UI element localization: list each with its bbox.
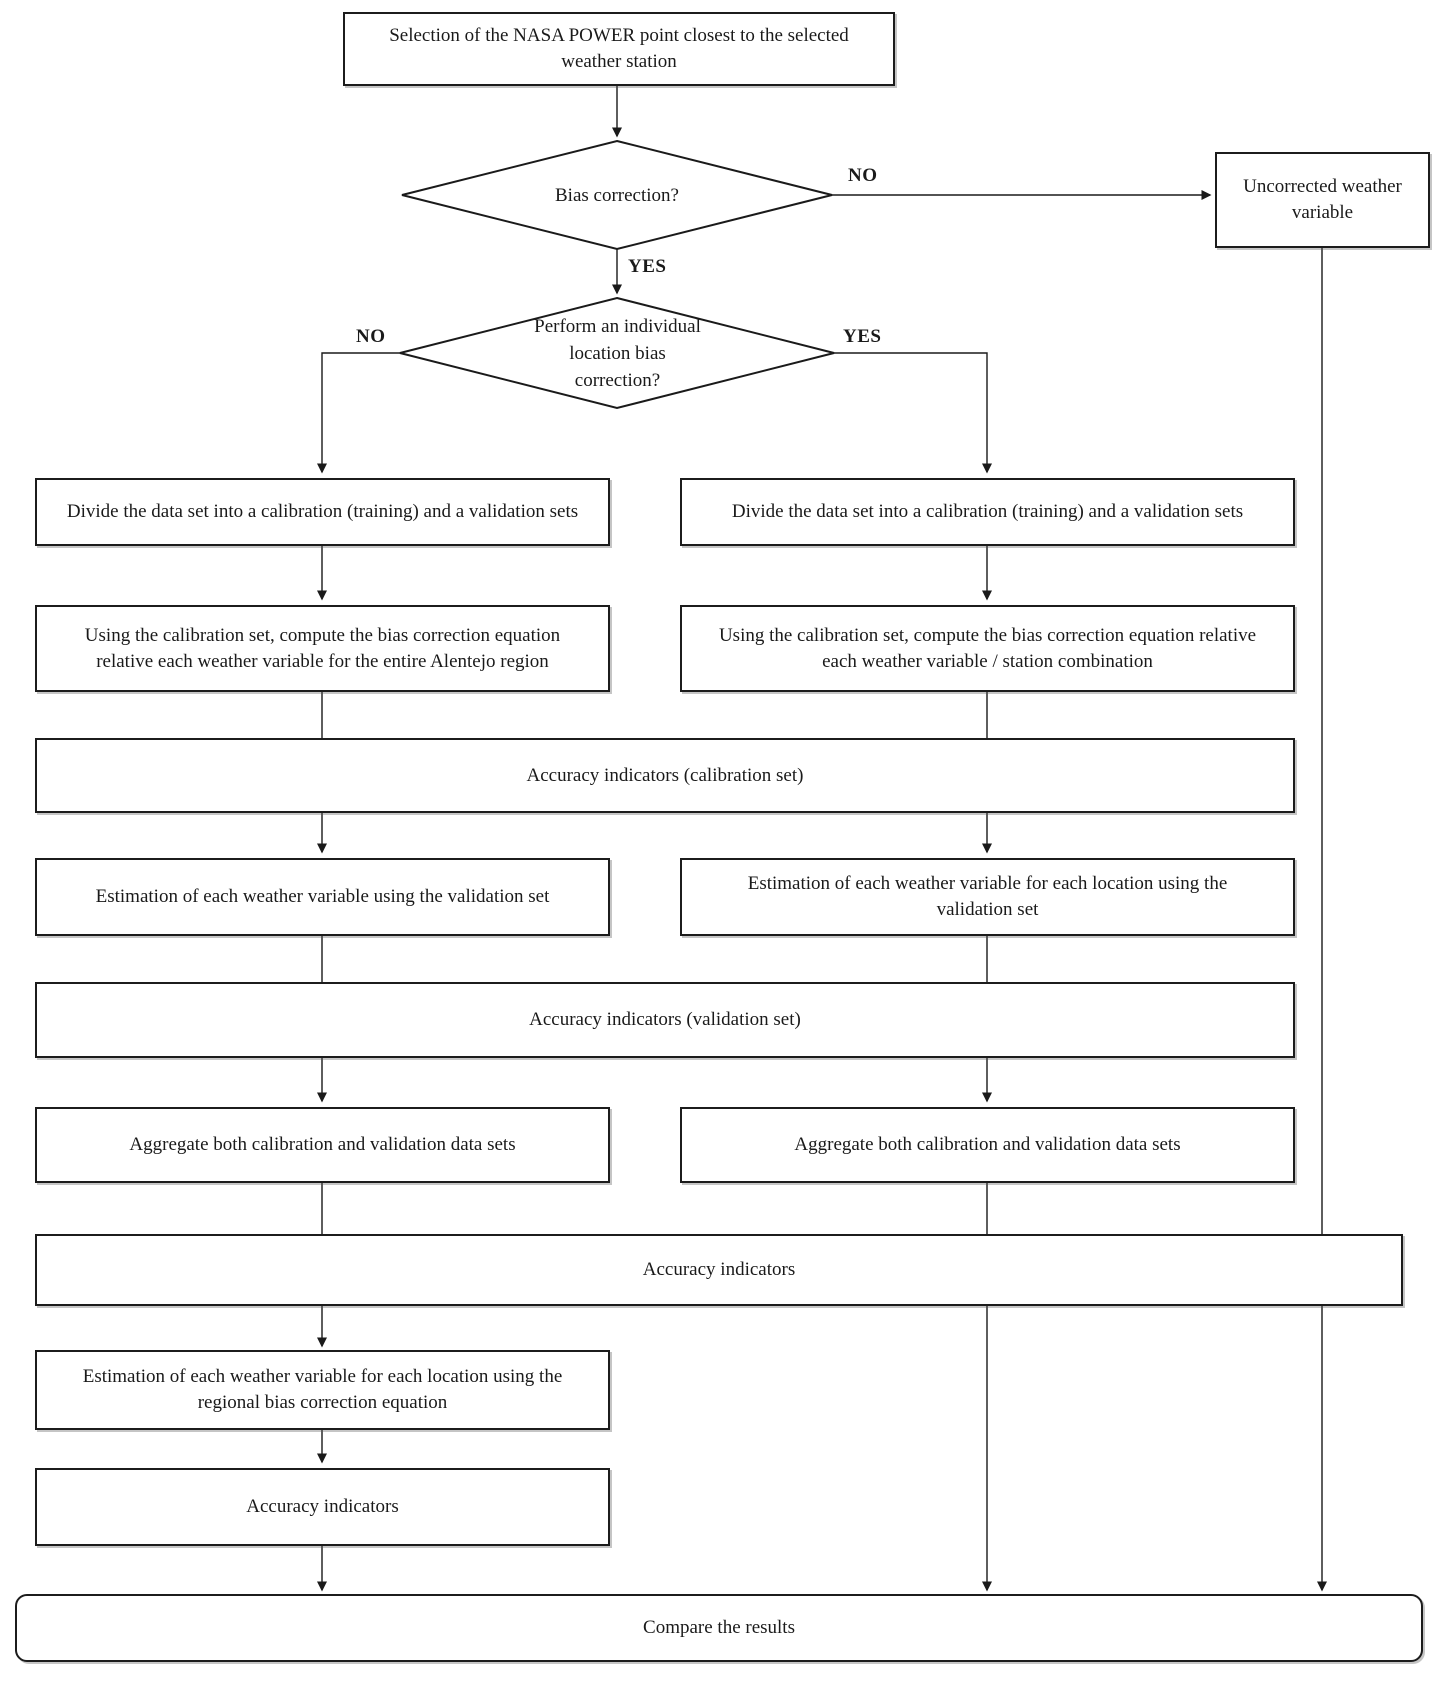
estimate-regional-node: Estimation of each weather variable for …: [35, 1350, 610, 1430]
right-compute-node: Using the calibration set, compute the b…: [680, 605, 1295, 692]
right-estimate-node: Estimation of each weather variable for …: [680, 858, 1295, 936]
right-aggregate-node: Aggregate both calibration and validatio…: [680, 1107, 1295, 1183]
decision-diamond-bias: [401, 139, 833, 251]
left-divide-node: Divide the data set into a calibration (…: [35, 478, 610, 546]
right-divide-node: Divide the data set into a calibration (…: [680, 478, 1295, 546]
accuracy-indicators-node: Accuracy indicators: [35, 1234, 1403, 1306]
edge-decision2-no: [317, 352, 400, 474]
decision-bias-question: Bias correction?: [555, 184, 679, 206]
decision1-no-label: NO: [848, 165, 878, 186]
edge-decision2-yes: [834, 352, 992, 474]
left-accuracy-node: Accuracy indicators: [35, 1468, 610, 1546]
accuracy-calibration-node: Accuracy indicators (calibration set): [35, 738, 1295, 813]
left-compute-node: Using the calibration set, compute the b…: [35, 605, 610, 692]
decision2-yes-label: YES: [843, 326, 882, 347]
uncorrected-weather-node: Uncorrected weather variable: [1215, 152, 1430, 248]
decision1-yes-label: YES: [628, 256, 667, 277]
decision-diamond-individual: [399, 296, 835, 410]
left-estimate-node: Estimation of each weather variable usin…: [35, 858, 610, 936]
left-aggregate-node: Aggregate both calibration and validatio…: [35, 1107, 610, 1183]
decision2-no-label: NO: [356, 326, 386, 347]
decision-individual-question: Perform an individual location bias corr…: [534, 315, 701, 391]
start-node: Selection of the NASA POWER point closes…: [343, 12, 895, 86]
compare-results-node: Compare the results: [15, 1594, 1423, 1662]
accuracy-validation-node: Accuracy indicators (validation set): [35, 982, 1295, 1058]
